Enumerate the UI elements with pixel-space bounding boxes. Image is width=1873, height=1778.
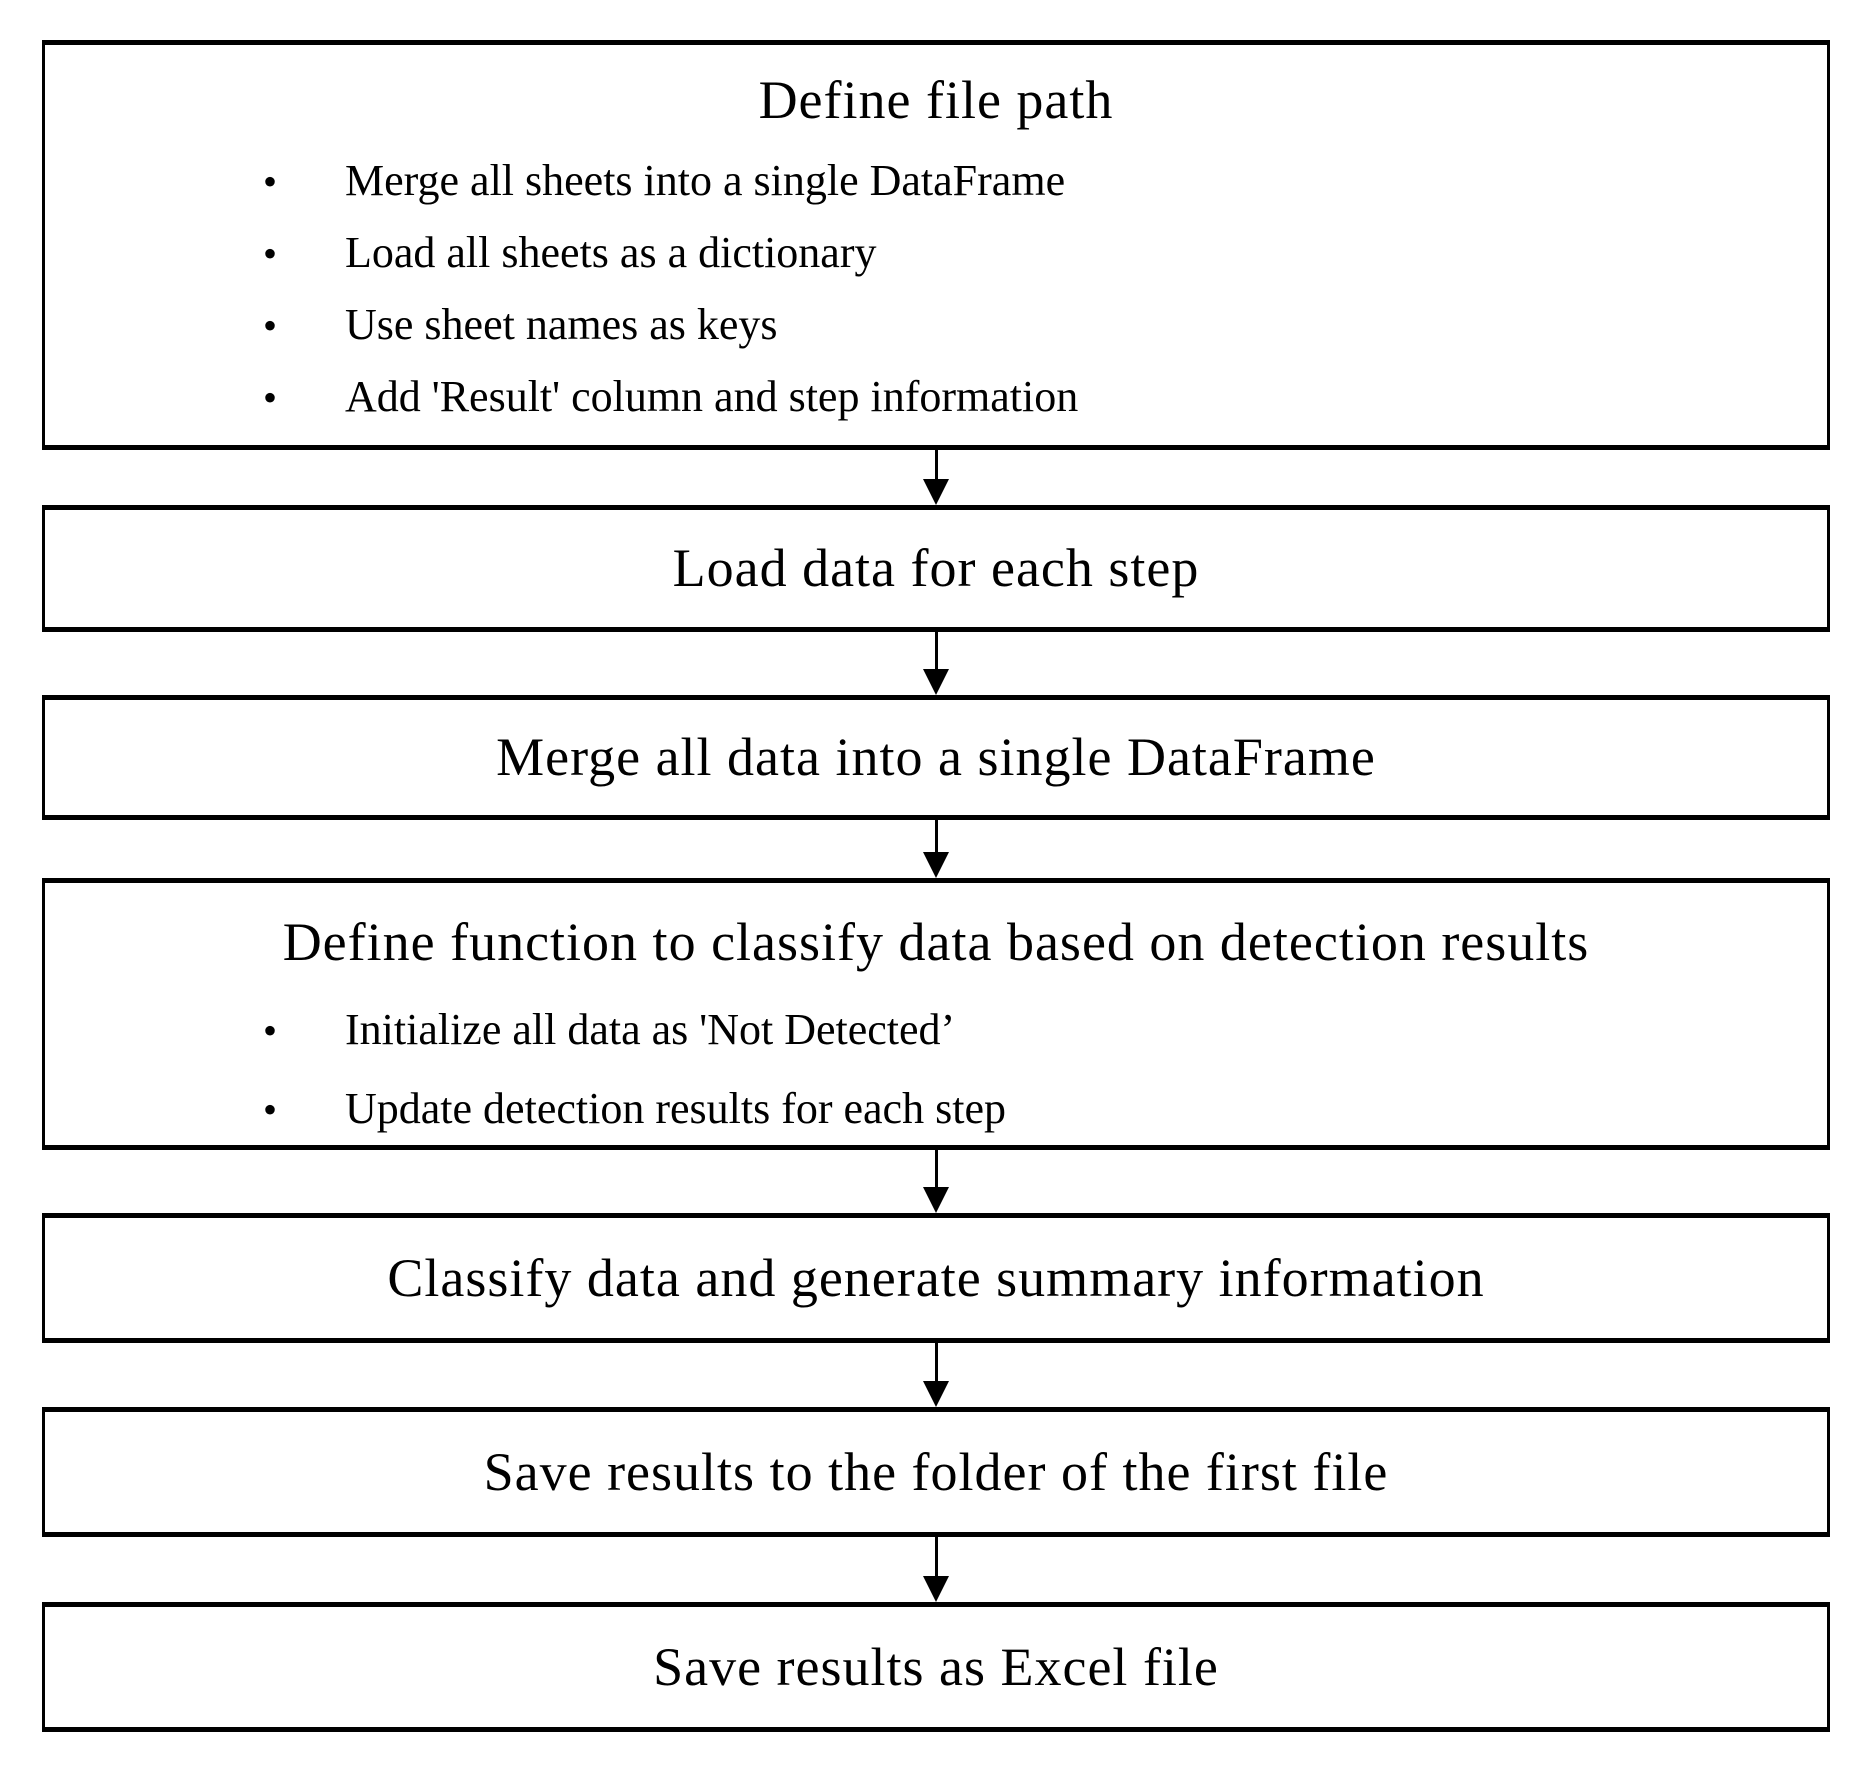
bullet-text: Update detection results for each step <box>345 1084 1006 1134</box>
flow-box-classify-summary: Classify data and generate summary infor… <box>42 1213 1830 1343</box>
arrow-head-icon <box>923 1187 949 1213</box>
bullet-item: • Add 'Result' column and step informatio… <box>263 361 1827 433</box>
flow-box-merge-data: Merge all data into a single DataFrame <box>42 695 1830 820</box>
bullet-text: Use sheet names as keys <box>345 300 778 350</box>
arrow-line <box>934 1343 938 1381</box>
box-title: Save results to the folder of the first … <box>483 1441 1389 1502</box>
bullet-marker: • <box>263 231 278 277</box>
flow-box-load-data: Load data for each step <box>42 505 1830 632</box>
flow-box-define-classify-function: Define function to classify data based o… <box>42 878 1830 1150</box>
down-arrow <box>42 1537 1830 1602</box>
bullet-marker: • <box>263 303 278 349</box>
arrow-line <box>934 1150 938 1187</box>
arrow-head-icon <box>923 1576 949 1602</box>
arrow-line <box>934 1537 938 1576</box>
bullet-text: Merge all sheets into a single DataFrame <box>345 156 1066 206</box>
bullet-list: • Initialize all data as 'Not Detected’ •… <box>45 991 1827 1149</box>
arrow-line <box>934 632 938 669</box>
bullet-marker: • <box>263 1008 278 1054</box>
down-arrow <box>42 1343 1830 1407</box>
down-arrow <box>42 632 1830 695</box>
flow-box-save-to-folder: Save results to the folder of the first … <box>42 1407 1830 1537</box>
down-arrow <box>42 1150 1830 1213</box>
bullet-list: • Merge all sheets into a single DataFram… <box>45 145 1827 433</box>
down-arrow <box>42 450 1830 505</box>
arrow-head-icon <box>923 479 949 505</box>
flow-box-save-excel: Save results as Excel file <box>42 1602 1830 1732</box>
bullet-marker: • <box>263 1087 278 1133</box>
bullet-marker: • <box>263 375 278 421</box>
flow-box-define-file-path: Define file path • Merge all sheets into … <box>42 40 1830 450</box>
bullet-item: • Use sheet names as keys <box>263 289 1827 361</box>
arrow-head-icon <box>923 669 949 695</box>
bullet-text: Load all sheets as a dictionary <box>345 228 877 278</box>
bullet-item: • Update detection results for each step <box>263 1070 1827 1149</box>
bullet-item: • Initialize all data as 'Not Detected’ <box>263 991 1827 1070</box>
box-title: Define file path <box>758 70 1114 130</box>
box-title: Save results as Excel file <box>653 1636 1219 1697</box>
bullet-text: Initialize all data as 'Not Detected’ <box>345 1005 956 1055</box>
arrow-line <box>934 450 938 479</box>
bullet-item: • Load all sheets as a dictionary <box>263 217 1827 289</box>
box-title: Merge all data into a single DataFrame <box>496 727 1376 788</box>
down-arrow <box>42 820 1830 878</box>
arrow-head-icon <box>923 1381 949 1407</box>
box-title: Define function to classify data based o… <box>282 912 1590 972</box>
arrow-line <box>934 820 938 852</box>
bullet-text: Add 'Result' column and step information <box>345 372 1079 422</box>
bullet-marker: • <box>263 159 278 205</box>
arrow-head-icon <box>923 852 949 878</box>
box-title: Load data for each step <box>672 538 1200 599</box>
bullet-item: • Merge all sheets into a single DataFram… <box>263 145 1827 217</box>
box-title: Classify data and generate summary infor… <box>387 1247 1485 1308</box>
